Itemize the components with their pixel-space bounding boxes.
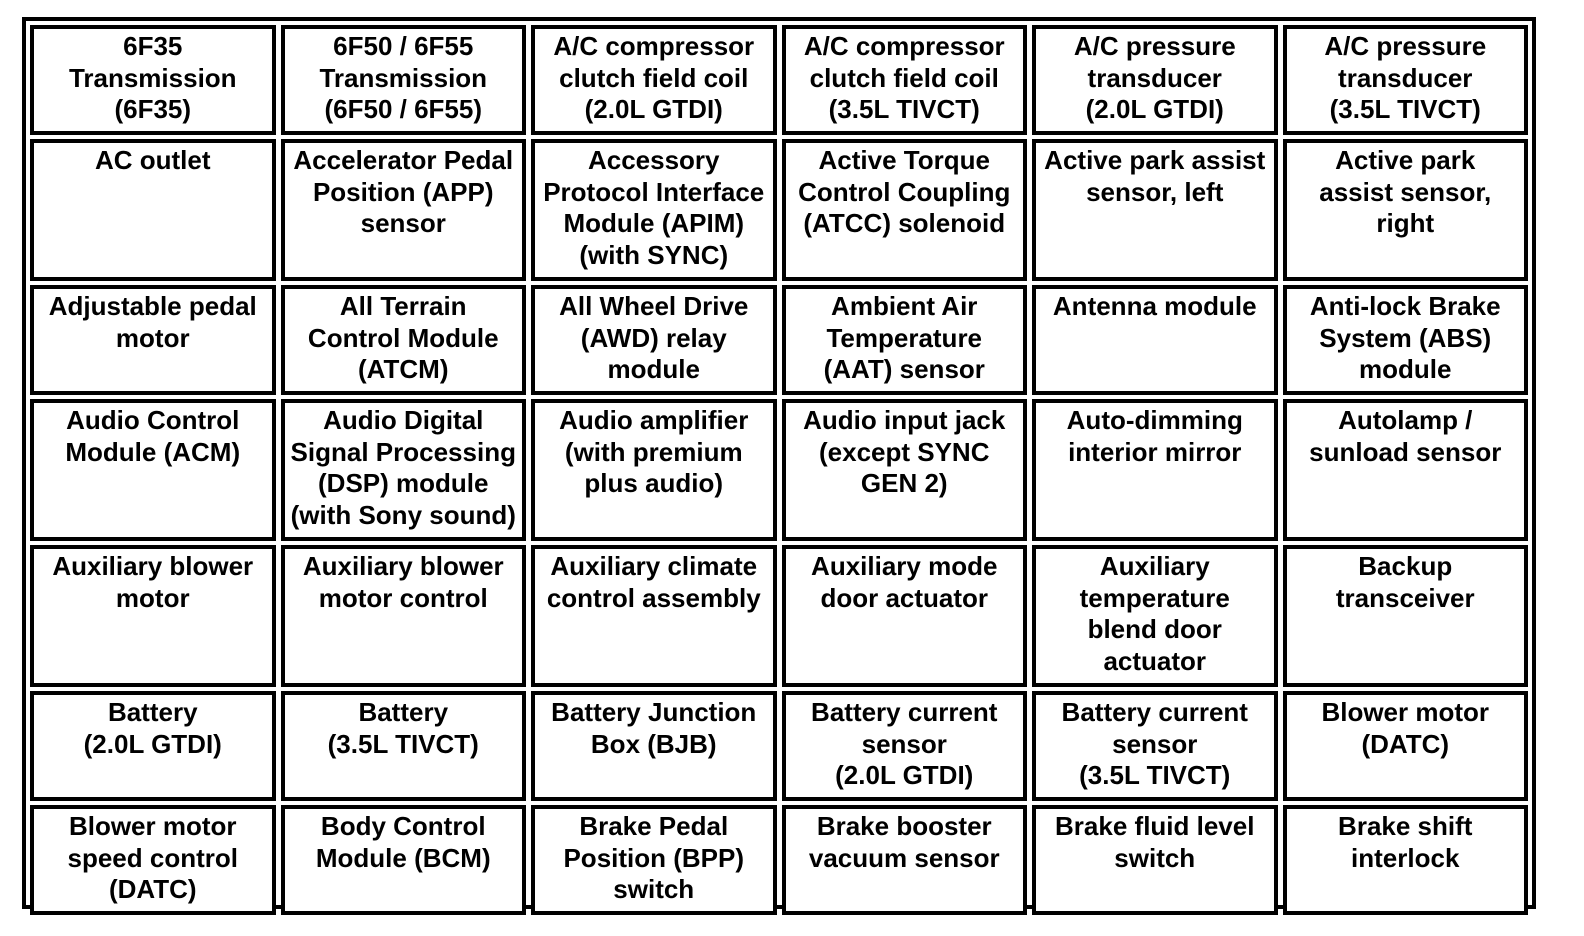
table-cell: Anti-lock Brake System (ABS) module: [1282, 285, 1528, 395]
table-cell: Active park assist sensor, left: [1032, 139, 1278, 281]
table-cell: All Wheel Drive (AWD) relay module: [531, 285, 777, 395]
table-cell: Ambient Air Temperature (AAT) sensor: [781, 285, 1027, 395]
cell-label: Brake Pedal Position (BPP) switch: [563, 811, 745, 904]
cell-label: Adjustable pedal motor: [48, 291, 257, 353]
table-cell: Brake booster vacuum sensor: [781, 805, 1027, 915]
table-cell: Auto-dimming interior mirror: [1032, 399, 1278, 541]
cell-label: Blower motor (DATC): [1321, 697, 1490, 759]
cell-label: Audio Control Module (ACM): [65, 405, 241, 467]
cell-label: AC outlet: [94, 145, 211, 175]
cell-label: A/C compressor clutch field coil (2.0L G…: [553, 31, 755, 124]
cell-label: Active park assist sensor, right: [1319, 145, 1492, 238]
table-cell: Body Control Module (BCM): [280, 805, 526, 915]
table-cell: Battery Junction Box (BJB): [531, 691, 777, 801]
cell-label: Accessory Protocol Interface Module (API…: [543, 145, 765, 270]
component-table: 6F35 Transmission (6F35) 6F50 / 6F55 Tra…: [30, 25, 1528, 915]
table-cell: Audio amplifier (with premium plus audio…: [531, 399, 777, 541]
cell-label: A/C compressor clutch field coil (3.5L T…: [803, 31, 1005, 124]
table-cell: Adjustable pedal motor: [30, 285, 276, 395]
table-cell: 6F50 / 6F55 Transmission (6F50 / 6F55): [280, 25, 526, 135]
table-cell: AC outlet: [30, 139, 276, 281]
table-cell: 6F35 Transmission (6F35): [30, 25, 276, 135]
cell-label: Battery current sensor (3.5L TIVCT): [1061, 697, 1248, 790]
cell-label: Accelerator Pedal Position (APP) sensor: [293, 145, 514, 238]
cell-label: Audio input jack (except SYNC GEN 2): [803, 405, 1006, 498]
table-cell: All Terrain Control Module (ATCM): [280, 285, 526, 395]
table-cell: Antenna module: [1032, 285, 1278, 395]
table-cell: Auxiliary mode door actuator: [781, 545, 1027, 687]
table-cell: A/C compressor clutch field coil (2.0L G…: [531, 25, 777, 135]
cell-label: Battery current sensor (2.0L GTDI): [811, 697, 998, 790]
cell-label: Battery Junction Box (BJB): [551, 697, 757, 759]
table-cell: Auxiliary blower motor: [30, 545, 276, 687]
cell-label: Auxiliary blower motor control: [302, 551, 504, 613]
component-table-frame: 6F35 Transmission (6F35) 6F50 / 6F55 Tra…: [22, 17, 1536, 915]
table-cell: Backup transceiver: [1282, 545, 1528, 687]
cell-label: Backup transceiver: [1335, 551, 1475, 613]
cell-label: Anti-lock Brake System (ABS) module: [1309, 291, 1501, 384]
cell-label: Battery (3.5L TIVCT): [327, 697, 479, 759]
table-cell: Accelerator Pedal Position (APP) sensor: [280, 139, 526, 281]
cell-label: 6F35 Transmission (6F35): [68, 31, 237, 124]
table-cell: Audio Control Module (ACM): [30, 399, 276, 541]
cell-label: Brake shift interlock: [1338, 811, 1473, 873]
table-cell: Battery current sensor (3.5L TIVCT): [1032, 691, 1278, 801]
table-cell: Autolamp / sunload sensor: [1282, 399, 1528, 541]
table-cell: Battery (3.5L TIVCT): [280, 691, 526, 801]
cell-label: Active park assist sensor, left: [1044, 145, 1266, 207]
table-cell: A/C compressor clutch field coil (3.5L T…: [781, 25, 1027, 135]
cell-label: Ambient Air Temperature (AAT) sensor: [823, 291, 985, 384]
cell-label: Auxiliary mode door actuator: [811, 551, 998, 613]
cell-label: All Wheel Drive (AWD) relay module: [559, 291, 749, 384]
cell-label: Blower motor speed control (DATC): [67, 811, 238, 904]
table-cell: Battery (2.0L GTDI): [30, 691, 276, 801]
cell-label: Auto-dimming interior mirror: [1066, 405, 1243, 467]
cell-label: Brake fluid level switch: [1055, 811, 1255, 873]
table-cell: Audio input jack (except SYNC GEN 2): [781, 399, 1027, 541]
table-cell: Audio Digital Signal Processing (DSP) mo…: [280, 399, 526, 541]
table-cell: Brake fluid level switch: [1032, 805, 1278, 915]
cell-label: Audio amplifier (with premium plus audio…: [559, 405, 749, 498]
table-cell: Brake Pedal Position (BPP) switch: [531, 805, 777, 915]
table-cell: Battery current sensor (2.0L GTDI): [781, 691, 1027, 801]
cell-label: Brake booster vacuum sensor: [808, 811, 1000, 873]
cell-label: Battery (2.0L GTDI): [83, 697, 222, 759]
cell-label: All Terrain Control Module (ATCM): [307, 291, 499, 384]
cell-label: Body Control Module (BCM): [315, 811, 491, 873]
cell-label: A/C pressure transducer (3.5L TIVCT): [1324, 31, 1487, 124]
table-cell: Auxiliary blower motor control: [280, 545, 526, 687]
table-cell: Active park assist sensor, right: [1282, 139, 1528, 281]
cell-label: Auxiliary climate control assembly: [546, 551, 761, 613]
table-cell: Auxiliary climate control assembly: [531, 545, 777, 687]
cell-label: 6F50 / 6F55 Transmission (6F50 / 6F55): [319, 31, 488, 124]
cell-label: Autolamp / sunload sensor: [1309, 405, 1502, 467]
table-cell: Blower motor (DATC): [1282, 691, 1528, 801]
cell-label: Audio Digital Signal Processing (DSP) mo…: [290, 405, 516, 530]
cell-label: Auxiliary blower motor: [52, 551, 254, 613]
table-cell: Accessory Protocol Interface Module (API…: [531, 139, 777, 281]
table-cell: A/C pressure transducer (3.5L TIVCT): [1282, 25, 1528, 135]
table-cell: Active Torque Control Coupling (ATCC) so…: [781, 139, 1027, 281]
cell-label: Auxiliary temperature blend door actuato…: [1079, 551, 1230, 676]
table-cell: Auxiliary temperature blend door actuato…: [1032, 545, 1278, 687]
table-cell: Brake shift interlock: [1282, 805, 1528, 915]
cell-label: Antenna module: [1052, 291, 1257, 321]
table-cell: A/C pressure transducer (2.0L GTDI): [1032, 25, 1278, 135]
cell-label: A/C pressure transducer (2.0L GTDI): [1073, 31, 1236, 124]
cell-label: Active Torque Control Coupling (ATCC) so…: [798, 145, 1011, 238]
table-cell: Blower motor speed control (DATC): [30, 805, 276, 915]
